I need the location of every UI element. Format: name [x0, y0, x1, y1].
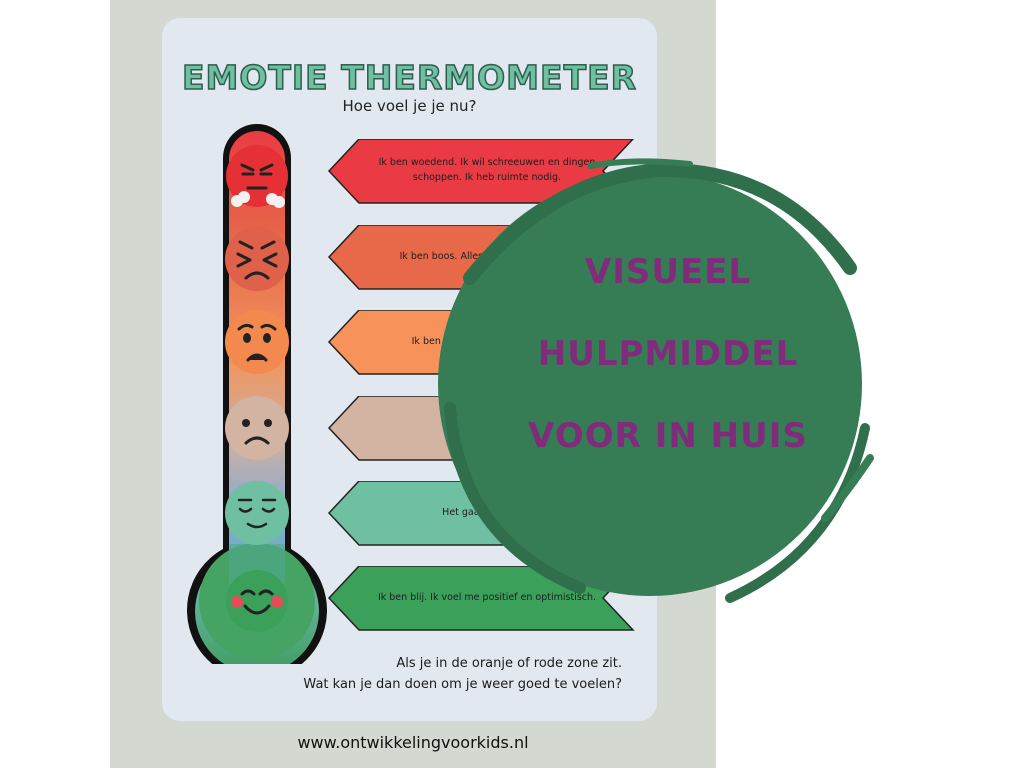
happy-face-icon [226, 570, 288, 632]
level-text: Ik ben woedend. Ik wil schreeuwen en din… [378, 157, 596, 183]
sad-face-icon [225, 396, 289, 460]
level-arrow-1: Ik ben woedend. Ik wil schreeuwen en din… [327, 139, 637, 205]
badge-text: VISUEEL HULPMIDDEL VOOR IN HUIS [478, 255, 858, 501]
angry-face-icon [225, 227, 289, 291]
question-text: Als je in de oranje of rode zone zit. Wa… [162, 654, 642, 696]
poster-subtitle: Hoe voel je je nu? [342, 97, 477, 115]
badge-line-3: VOOR IN HUIS [528, 416, 808, 456]
badge-line-2: HULPMIDDEL [537, 334, 799, 374]
website-url: www.ontwikkelingvoorkids.nl [297, 733, 529, 752]
question-line-1: Als je in de oranje of rode zone zit. [396, 656, 622, 671]
level-text: Ik ben blij. Ik voel me positief en opti… [377, 591, 597, 603]
furious-face-icon [226, 145, 288, 208]
poster-title: EMOTIE THERMOMETER [181, 57, 638, 98]
question-line-2: Wat kan je dan doen om je weer goed te v… [303, 676, 622, 692]
brush-circle-badge [438, 158, 874, 603]
relieved-face-icon [225, 481, 289, 545]
badge-line-1: VISUEEL [584, 252, 752, 292]
worried-face-icon [225, 310, 289, 374]
